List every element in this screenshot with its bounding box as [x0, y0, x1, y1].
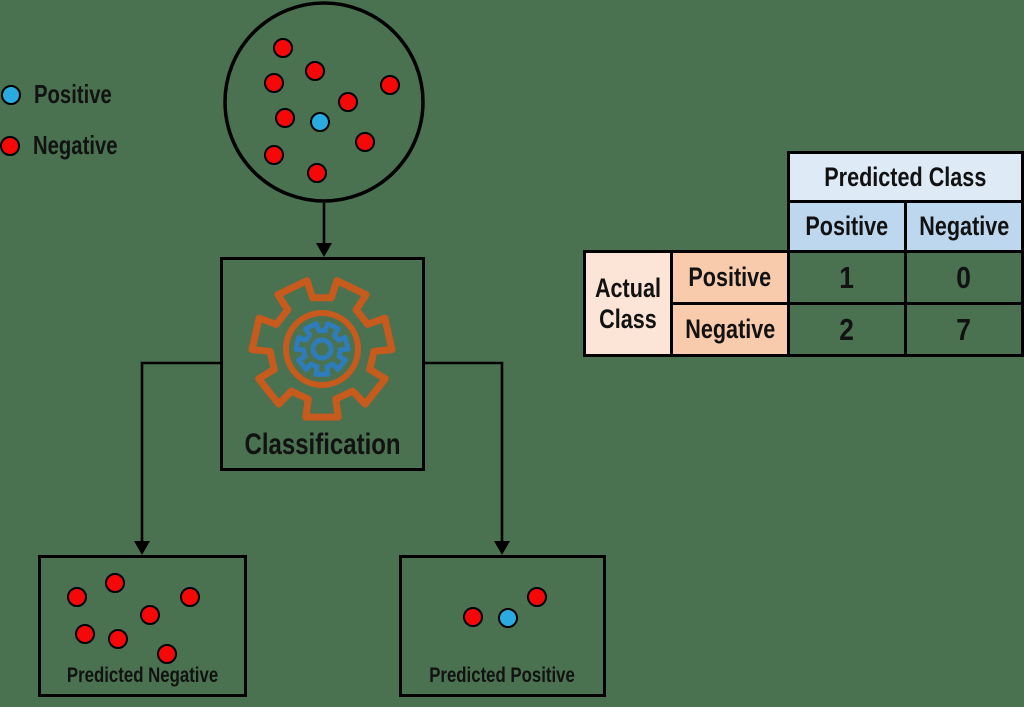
predicted-negative-label-text: Predicted Negative	[66, 664, 219, 687]
predicted-positive-label: Predicted Positive	[402, 664, 603, 688]
cell-false-negative: 0	[904, 250, 1024, 305]
legend-label: Negative	[33, 130, 118, 160]
actual-positive-header: Positive	[669, 250, 790, 305]
inner-gear-outline	[293, 321, 351, 377]
negative-dot	[275, 108, 295, 128]
outer-gear-outline	[248, 277, 396, 421]
false-negative-value: 0	[956, 259, 972, 295]
negative-dot	[355, 132, 375, 152]
negative-dot	[264, 145, 284, 165]
cell-true-negative: 7	[904, 302, 1024, 357]
negative-dot	[338, 92, 358, 112]
predicted-positive-label-text: Predicted Positive	[429, 664, 576, 687]
legend-item-positive: Positive	[1, 79, 134, 110]
negative-dot	[527, 587, 547, 607]
arrowhead-down-icon	[316, 243, 332, 257]
negative-dot	[157, 644, 177, 664]
positive-dot	[310, 112, 330, 132]
predicted-positive-header-text: Positive	[805, 211, 889, 241]
legend-label: Positive	[34, 79, 112, 109]
positive-dot	[498, 608, 518, 628]
negative-dot	[307, 163, 327, 183]
negative-dot	[67, 587, 87, 607]
predicted-negative-header-text: Negative	[919, 211, 1010, 241]
cell-false-positive: 2	[786, 302, 908, 357]
classification-box: Classification	[220, 257, 425, 471]
predicted-negative-label: Predicted Negative	[41, 664, 244, 688]
positive-dot-icon	[1, 84, 21, 105]
actual-positive-header-text: Positive	[688, 262, 772, 292]
negative-dot	[75, 624, 95, 644]
false-positive-value: 2	[839, 311, 855, 347]
negative-dot	[273, 38, 293, 58]
actual-class-header-text: Actual Class	[594, 272, 661, 334]
arrow-classifier-to-positive	[425, 361, 504, 543]
classification-label-text: Classification	[244, 428, 401, 461]
negative-dot	[108, 629, 128, 649]
negative-dot	[463, 607, 483, 627]
actual-negative-header: Negative	[669, 302, 790, 357]
predicted-positive-box: Predicted Positive	[399, 555, 606, 697]
negative-dot	[264, 73, 284, 93]
negative-dot	[180, 587, 200, 607]
cell-true-positive: 1	[786, 250, 908, 305]
predicted-class-header: Predicted Class	[786, 151, 1024, 203]
negative-dot-icon	[0, 135, 20, 156]
arrow-classifier-to-negative	[140, 361, 220, 543]
classification-label: Classification	[223, 428, 422, 462]
dataset-circle	[223, 1, 425, 203]
legend-item-negative: Negative	[0, 130, 141, 161]
negative-dot	[305, 61, 325, 81]
confusion-matrix: Predicted Class Positive Negative Actual…	[583, 151, 1024, 357]
arrowhead-down-icon	[494, 541, 510, 555]
empty-cell	[585, 202, 789, 252]
negative-dot	[380, 75, 400, 95]
predicted-negative-header: Negative	[904, 200, 1024, 253]
gear-ring	[283, 310, 361, 388]
true-negative-value: 7	[956, 311, 972, 347]
actual-class-header: Actual Class	[583, 250, 673, 357]
empty-cell	[585, 153, 789, 202]
predicted-positive-header: Positive	[786, 200, 908, 253]
negative-dot	[140, 605, 160, 625]
predicted-class-header-text: Predicted Class	[824, 161, 987, 192]
negative-dot	[105, 573, 125, 593]
predicted-negative-box: Predicted Negative	[38, 555, 247, 697]
gear-hub	[310, 337, 334, 361]
actual-negative-header-text: Negative	[684, 314, 775, 344]
arrowhead-down-icon	[134, 541, 150, 555]
gear-icon	[248, 277, 396, 421]
true-positive-value: 1	[839, 259, 855, 295]
